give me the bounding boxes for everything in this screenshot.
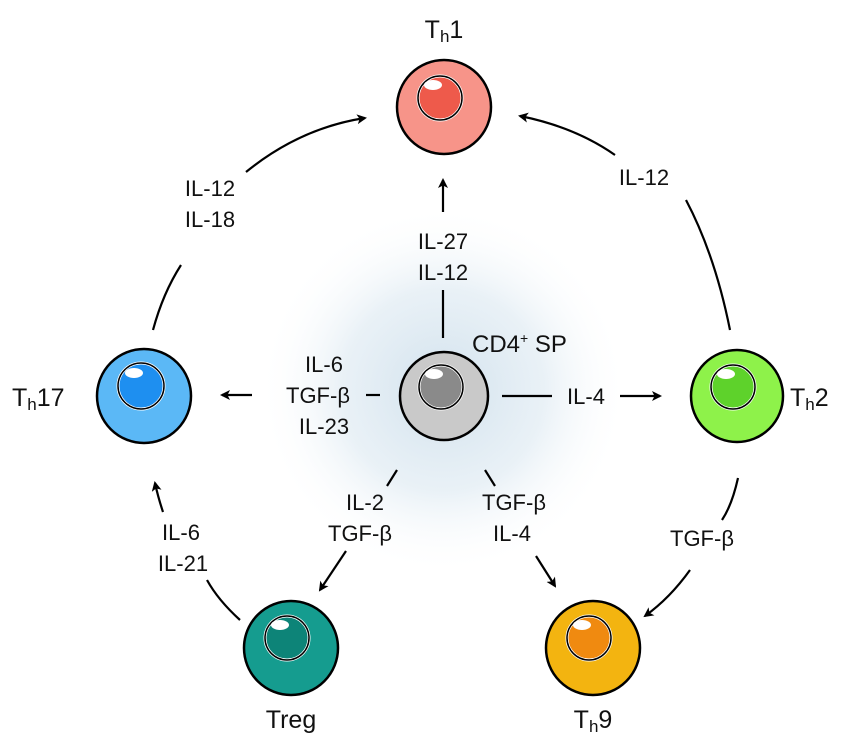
cytokines-to-th9: TGF-β IL-4 [482, 490, 546, 546]
label-treg: Treg [266, 706, 316, 734]
label-th17: Th17 [12, 384, 65, 414]
cell-th1 [395, 58, 493, 156]
arrow-th2-to-th9 [721, 477, 740, 521]
cell-th9 [544, 599, 642, 697]
cytokines-to-th17: IL-6 TGF-β IL-23 [286, 352, 350, 439]
svg-text:IL-12: IL-12 [418, 260, 468, 285]
svg-text:IL-2: IL-2 [346, 490, 384, 515]
cytokines-th2-to-th1: IL-12 [619, 165, 669, 190]
arrow-center-to-th9-head [535, 555, 557, 588]
svg-text:IL-4: IL-4 [567, 384, 605, 409]
label-th1: Th1 [425, 16, 464, 46]
cytokines-treg-to-th17: IL-6 IL-21 [158, 520, 208, 576]
svg-text:IL-12: IL-12 [619, 165, 669, 190]
svg-text:TGF-β: TGF-β [328, 521, 392, 546]
label-center: CD4+ SP [472, 330, 567, 358]
cell-center-cd4 [398, 350, 490, 442]
cytokines-to-treg: IL-2 TGF-β [328, 490, 392, 546]
svg-text:IL-4: IL-4 [493, 521, 531, 546]
svg-text:TGF-β: TGF-β [482, 490, 546, 515]
svg-text:IL-27: IL-27 [418, 229, 468, 254]
svg-text:IL-18: IL-18 [185, 207, 235, 232]
arrow-th17-to-th1-tail [151, 264, 182, 331]
cell-treg [242, 599, 340, 697]
arrow-th2-to-th1-tail [685, 199, 732, 331]
cytokines-th17-to-th1: IL-12 IL-18 [185, 176, 235, 232]
arrow-center-to-th9-tail [484, 469, 496, 487]
svg-text:IL-12: IL-12 [185, 176, 235, 201]
arrow-th17-to-th1 [245, 114, 367, 173]
arrow-th2-to-th9-head [643, 569, 691, 618]
arrow-treg-to-th17 [206, 579, 241, 621]
arrow-center-to-treg-tail [386, 469, 398, 487]
label-th9: Th9 [574, 706, 613, 736]
arrow-th2-to-th1 [518, 112, 616, 156]
svg-text:IL-6: IL-6 [305, 352, 343, 377]
svg-text:TGF-β: TGF-β [670, 526, 734, 551]
cytokines-to-th1: IL-27 IL-12 [418, 229, 468, 285]
svg-text:IL-23: IL-23 [299, 414, 349, 439]
arrow-treg-to-th17-head [151, 481, 165, 513]
svg-text:IL-6: IL-6 [162, 520, 200, 545]
label-th2: Th2 [790, 384, 829, 414]
cytokines-th2-to-th9: TGF-β [670, 526, 734, 551]
svg-text:IL-21: IL-21 [158, 551, 208, 576]
cell-th17 [95, 347, 193, 445]
arrow-center-to-treg-head [318, 550, 347, 592]
cell-th2 [689, 348, 785, 444]
cytokines-to-th2: IL-4 [567, 384, 605, 409]
svg-text:TGF-β: TGF-β [286, 383, 350, 408]
